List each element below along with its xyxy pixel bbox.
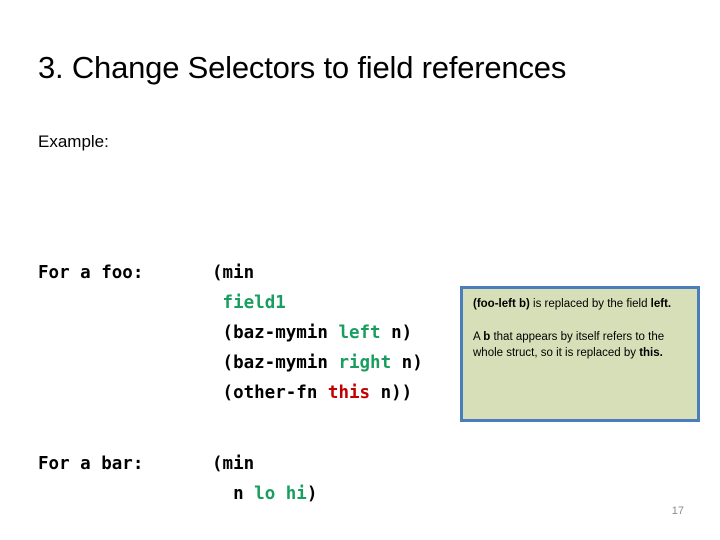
callout-emphasis: (foo-left b) — [473, 298, 530, 310]
code-token: (baz-mymin — [212, 353, 339, 373]
code-block-foo: (min field1 (baz-mymin left n) (baz-mymi… — [212, 258, 423, 408]
code-token: n)) — [370, 383, 413, 403]
page-title: 3. Change Selectors to field references — [38, 50, 567, 85]
code-token: (baz-mymin — [212, 323, 339, 343]
code-token: n — [212, 484, 255, 504]
code-line: field1 — [212, 288, 423, 318]
page-number: 17 — [671, 505, 684, 517]
callout-text: that appears by itself refers to the who… — [473, 330, 665, 360]
code-token: lo hi — [254, 484, 307, 504]
callout-text: A — [473, 330, 484, 343]
callout-emphasis: left. — [650, 298, 672, 310]
code-block-bar: (min n lo hi) — [212, 449, 317, 509]
code-line: n lo hi) — [212, 479, 317, 509]
code-token: left — [338, 323, 381, 343]
code-label-foo: For a foo: — [38, 263, 144, 283]
code-line: (baz-mymin right n) — [212, 348, 423, 378]
callout-paragraph: A b that appears by itself refers to the… — [473, 329, 688, 362]
code-token: (min — [212, 263, 255, 283]
example-label: Example: — [38, 132, 109, 151]
callout-paragraph-gap — [473, 313, 688, 329]
code-token: field1 — [222, 293, 286, 313]
callout-emphasis: this. — [639, 347, 663, 359]
code-token: (min — [212, 454, 255, 474]
callout-paragraph: (foo-left b) is replaced by the field le… — [473, 296, 688, 313]
callout-text: is replaced by the field — [529, 298, 651, 310]
code-line: (min — [212, 258, 423, 288]
code-line: (min — [212, 449, 317, 479]
callout-annotation-box: (foo-left b) is replaced by the field le… — [460, 286, 700, 422]
code-label-bar: For a bar: — [38, 454, 144, 474]
code-token — [212, 293, 223, 313]
code-token: ) — [306, 484, 318, 504]
code-line: (other-fn this n)) — [212, 378, 423, 408]
code-token: right — [338, 353, 392, 373]
code-line: (baz-mymin left n) — [212, 318, 423, 348]
callout-emphasis: b — [483, 330, 491, 343]
code-token: (other-fn — [212, 383, 328, 403]
code-token: n) — [391, 353, 423, 373]
code-token: this — [327, 383, 371, 403]
code-token: n) — [380, 323, 413, 343]
